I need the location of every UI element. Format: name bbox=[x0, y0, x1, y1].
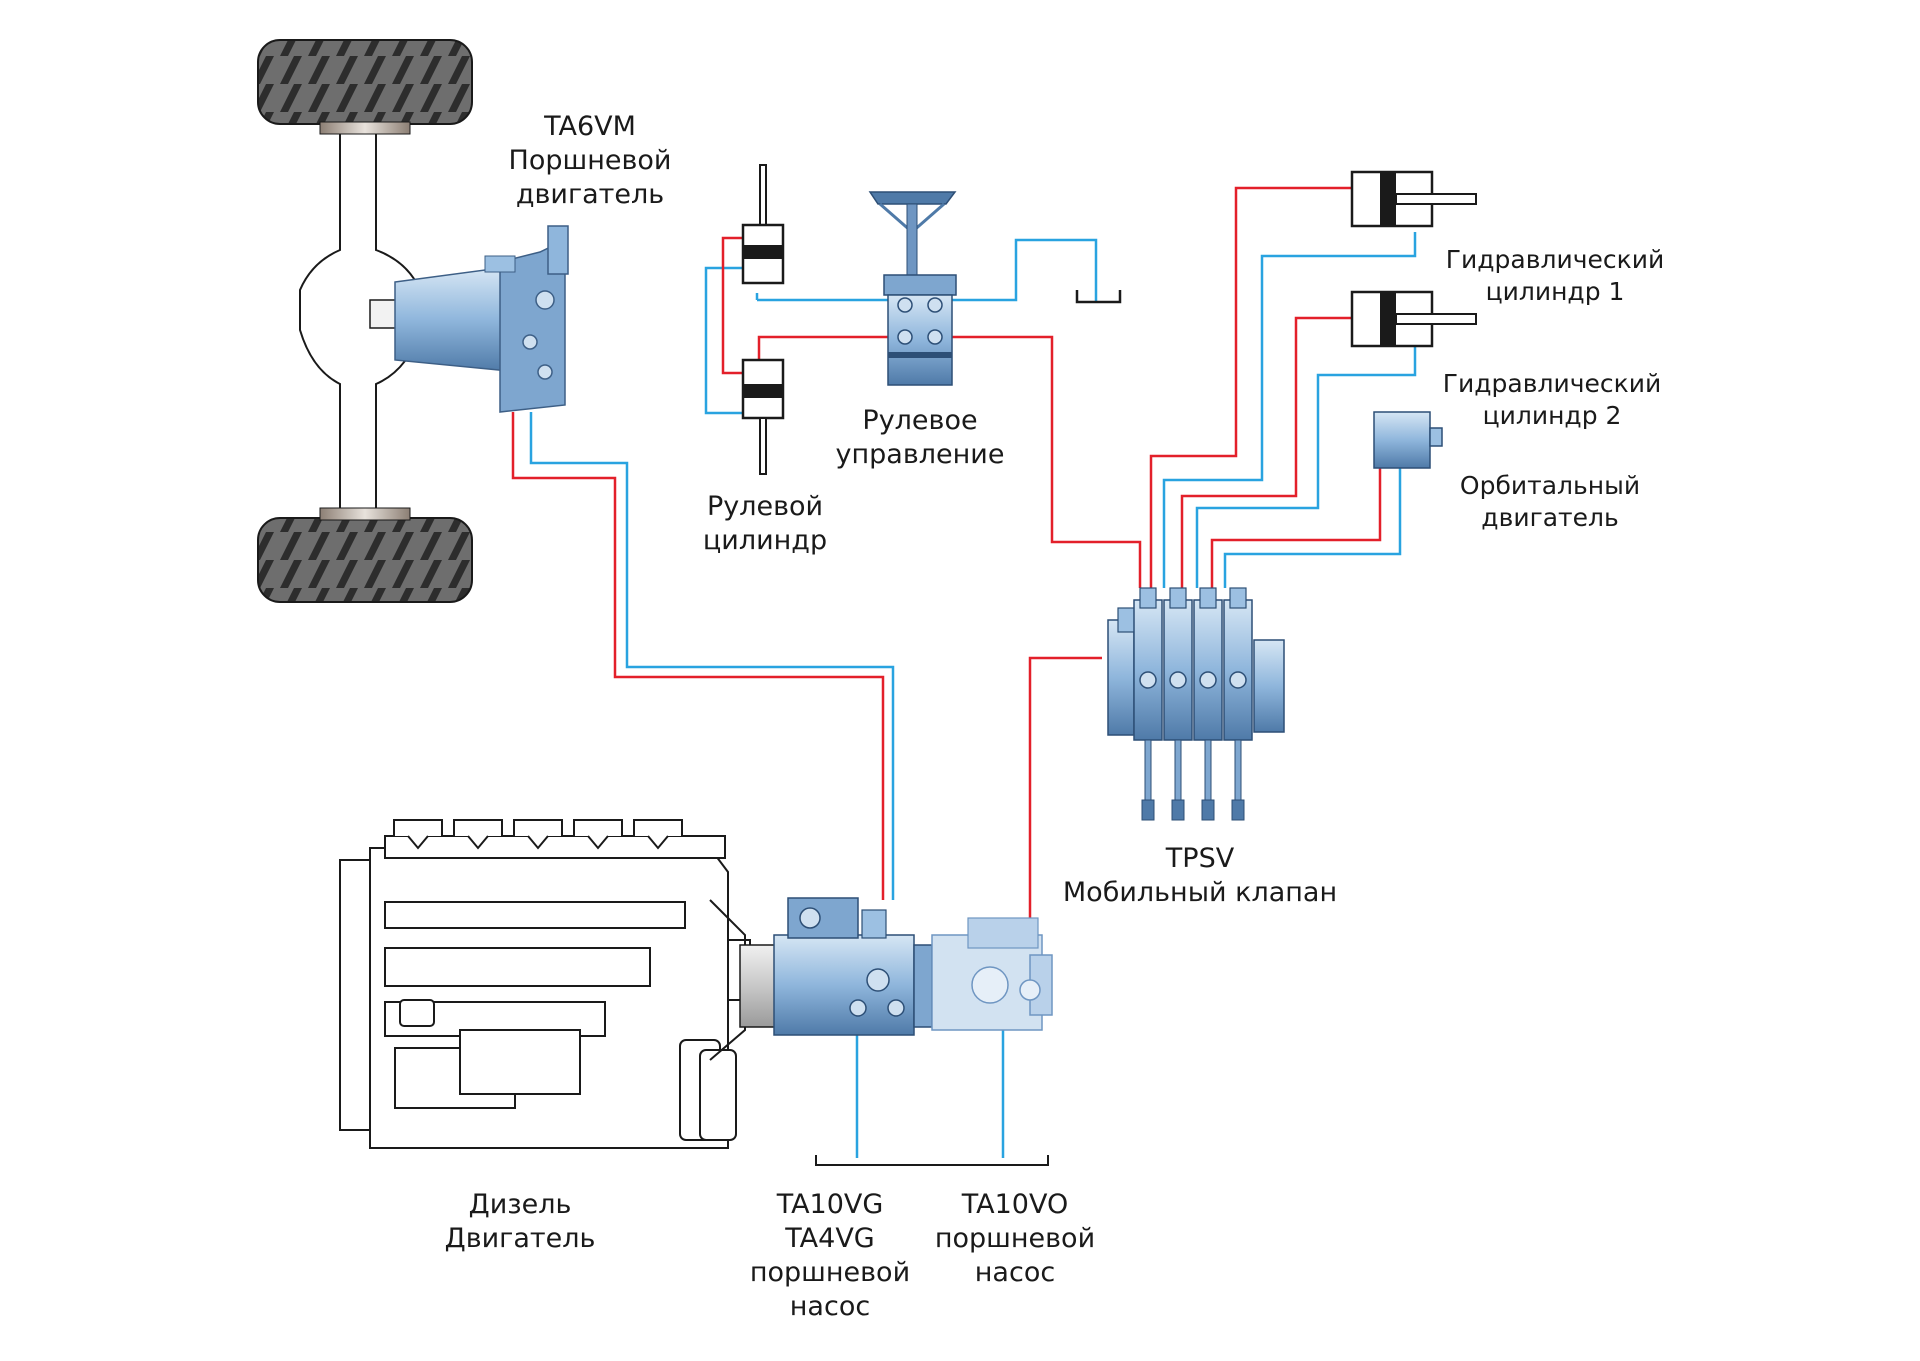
steering-wheel-icon bbox=[868, 191, 957, 293]
cylinder-icon bbox=[741, 358, 785, 475]
line-cyl2-pressure bbox=[1180, 316, 1352, 588]
cylinder-icon bbox=[741, 164, 785, 285]
valve-section bbox=[1163, 587, 1193, 741]
axle-assembly bbox=[257, 39, 473, 603]
line-steer-cyl-b bbox=[704, 266, 757, 415]
valve-block-icon bbox=[1107, 587, 1285, 821]
steering-unit-icon bbox=[883, 274, 957, 386]
valve-lever bbox=[1231, 739, 1245, 821]
tire-icon bbox=[257, 507, 473, 603]
valve-section bbox=[1133, 587, 1163, 741]
valve-lever bbox=[1171, 739, 1185, 821]
line-orbital-return bbox=[1223, 468, 1402, 588]
cylinder-head bbox=[513, 819, 563, 850]
valve-section bbox=[1193, 587, 1223, 741]
cylinder-icon bbox=[1350, 290, 1477, 348]
line-steer-cyl-a bbox=[721, 236, 743, 375]
valve-section bbox=[1223, 587, 1253, 741]
line-cyl2-return bbox=[1195, 345, 1417, 588]
line-motor-return bbox=[529, 412, 895, 900]
line-steer-to-valve bbox=[942, 335, 1142, 588]
valve-lever bbox=[1201, 739, 1215, 821]
line-motor-pressure bbox=[511, 412, 885, 900]
cylinder-head bbox=[573, 819, 623, 850]
cylinder-icon bbox=[1350, 170, 1477, 228]
cylinder-head bbox=[393, 819, 443, 850]
line-aux-pump-to-valve bbox=[1028, 656, 1102, 990]
orbital-motor-icon bbox=[1373, 411, 1443, 469]
pump-bracket bbox=[815, 1155, 1049, 1166]
line-cyl1-return bbox=[1162, 232, 1417, 588]
hydraulic-motor-icon bbox=[369, 225, 569, 413]
cylinder-head bbox=[633, 819, 683, 850]
piston-pump-icon bbox=[739, 897, 933, 1036]
tire-icon bbox=[257, 39, 473, 135]
cylinder-head bbox=[453, 819, 503, 850]
diesel-engine-icon bbox=[339, 819, 751, 1149]
line-cyl1-pressure bbox=[1149, 186, 1352, 588]
valve-lever bbox=[1141, 739, 1155, 821]
tank-icon bbox=[1075, 290, 1122, 304]
piston-pump-icon bbox=[931, 917, 1053, 1031]
line-orbital-pressure bbox=[1210, 468, 1382, 588]
